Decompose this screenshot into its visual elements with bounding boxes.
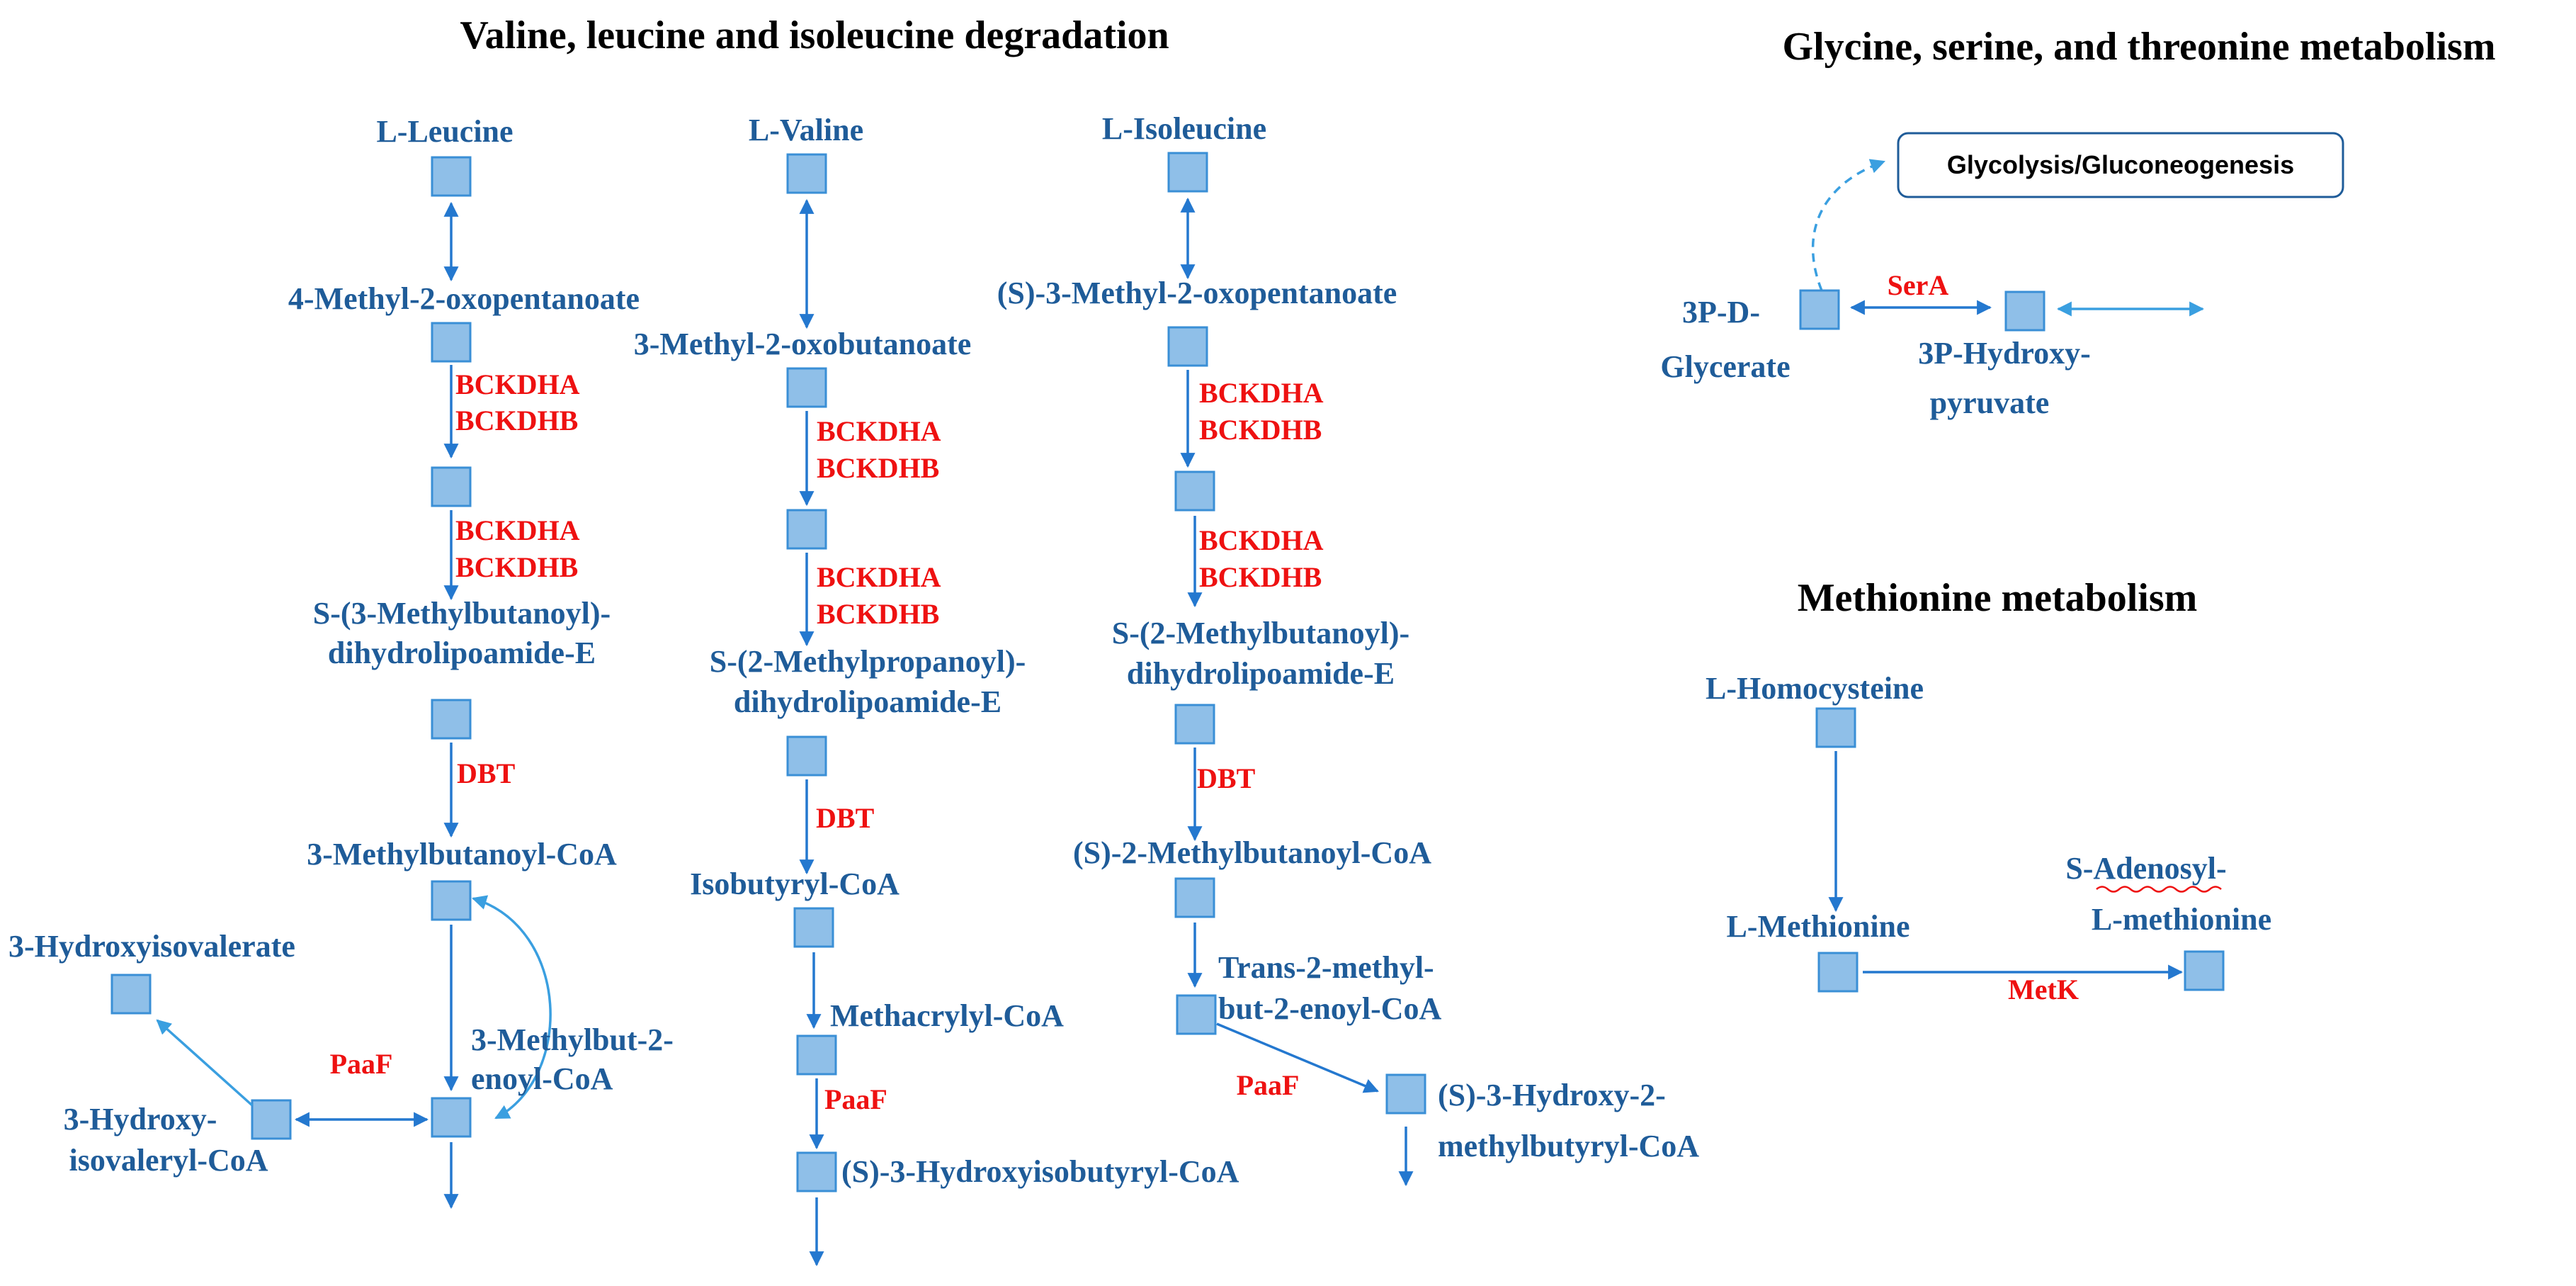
label-isovaleryl-coa: isovaleryl-CoA <box>69 1143 268 1178</box>
label-3p-hydroxy: 3P-Hydroxy- <box>1918 336 2091 371</box>
node-ile-intermediate[interactable] <box>1174 470 1215 512</box>
enzyme-bckdha: BCKDHA <box>817 415 941 447</box>
enzyme-metk: MetK <box>2008 974 2079 1005</box>
enzyme-dbt: DBT <box>816 802 875 834</box>
label-4-methyl-2-oxopentanoate: 4-Methyl-2-oxopentanoate <box>288 281 640 316</box>
node-trans-2-methylbut-2-enoyl-coa[interactable] <box>1176 994 1217 1035</box>
node-3-methyl-2-oxobutanoate[interactable] <box>786 367 827 408</box>
node-s-3-hydroxy-2-methylbutyryl-coa[interactable] <box>1385 1073 1426 1115</box>
label-l-valine: L-Valine <box>749 113 863 147</box>
enzyme-bckdhb: BCKDHB <box>1199 414 1322 446</box>
enzyme-bckdhb: BCKDHB <box>1199 561 1322 593</box>
enzyme-sera: SerA <box>1888 269 1949 301</box>
node-l-leucine[interactable] <box>431 156 472 197</box>
node-s-2-methylbutanoyl-dihydrolipoamide[interactable] <box>1174 704 1215 745</box>
label-s-2-methylpropanoyl: S-(2-Methylpropanoyl)- <box>710 644 1026 679</box>
title-bcaa-degradation: Valine, leucine and isoleucine degradati… <box>460 13 1169 57</box>
label-s-3-methyl-2-oxopentanoate: (S)-3-Methyl-2-oxopentanoate <box>997 276 1397 310</box>
enzyme-dbt: DBT <box>457 757 516 789</box>
enzyme-bckdhb: BCKDHB <box>817 598 939 630</box>
label-dihydrolipoamide-e: dihydrolipoamide-E <box>734 684 1002 719</box>
label-s-3-hydroxyisobutyryl-coa: (S)-3-Hydroxyisobutyryl-CoA <box>841 1154 1239 1189</box>
node-3p-hydroxypyruvate[interactable] <box>2004 291 2046 332</box>
label-s-3-hydroxy-2: (S)-3-Hydroxy-2- <box>1438 1078 1666 1112</box>
label-3-methylbutanoyl-coa: 3-Methylbutanoyl-CoA <box>307 837 617 872</box>
enzyme-paaf: PaaF <box>330 1048 393 1080</box>
label-l-homocysteine: L-Homocysteine <box>1706 671 1924 706</box>
label-s-3-methylbutanoyl: S-(3-Methylbutanoyl)- <box>313 596 611 631</box>
label-dihydrolipoamide-e: dihydrolipoamide-E <box>328 636 596 670</box>
enzyme-bckdha: BCKDHA <box>817 561 941 593</box>
arrow-paaf-ile <box>1216 1022 1379 1093</box>
node-leu-intermediate[interactable] <box>431 466 472 507</box>
enzyme-dbt: DBT <box>1197 762 1256 794</box>
arrow-leu-curve <box>471 895 552 1119</box>
label-3p-d: 3P-D- <box>1682 295 1760 329</box>
node-3-hydroxyisovalerate[interactable] <box>110 974 152 1015</box>
label-s-2-methylbutanoyl-coa: (S)-2-Methylbutanoyl-CoA <box>1073 835 1431 870</box>
label-dihydrolipoamide-e: dihydrolipoamide-E <box>1127 656 1395 691</box>
node-l-methionine[interactable] <box>1817 952 1859 993</box>
label-s-adenosyl: S-Adenosyl- <box>2065 851 2226 886</box>
label-pyruvate: pyruvate <box>1930 385 2050 420</box>
enzyme-bckdha: BCKDHA <box>1199 524 1324 556</box>
enzyme-bckdhb: BCKDHB <box>817 452 939 484</box>
enzyme-paaf: PaaF <box>1237 1069 1300 1101</box>
label-3-hydroxyisovalerate: 3-Hydroxyisovalerate <box>8 929 295 964</box>
label-isobutyryl-coa: Isobutyryl-CoA <box>690 867 900 901</box>
label-l-isoleucine: L-Isoleucine <box>1102 111 1266 146</box>
node-s-adenosyl-l-methionine[interactable] <box>2184 950 2225 991</box>
node-l-homocysteine[interactable] <box>1815 707 1856 748</box>
node-3-methylbut-2-enoyl-coa[interactable] <box>431 1097 472 1138</box>
enzyme-bckdha: BCKDHA <box>1199 377 1324 409</box>
pathway-link-label: Glycolysis/Gluconeogenesis <box>1947 150 2294 179</box>
node-val-intermediate[interactable] <box>786 509 827 550</box>
node-3p-d-glycerate[interactable] <box>1799 289 1840 330</box>
label-enoyl-coa: enoyl-CoA <box>471 1061 613 1096</box>
label-l-leucine: L-Leucine <box>376 114 513 149</box>
node-4-methyl-2-oxopentanoate[interactable] <box>431 322 472 363</box>
label-l-methionine-sam: L-methionine <box>2092 902 2271 937</box>
node-methacrylyl-coa[interactable] <box>796 1034 837 1076</box>
label-trans-2-methyl: Trans-2-methyl- <box>1218 950 1434 985</box>
arrow-to-hydroxyisovalerate <box>156 1019 254 1107</box>
label-glycerate: Glycerate <box>1660 349 1790 384</box>
label-3-hydroxy: 3-Hydroxy- <box>64 1102 217 1136</box>
node-s-3-methyl-2-oxopentanoate[interactable] <box>1167 326 1208 367</box>
title-methionine-metabolism: Methionine metabolism <box>1798 576 2198 620</box>
enzyme-bckdha: BCKDHA <box>455 368 580 400</box>
label-s-2-methylbutanoyl: S-(2-Methylbutanoyl)- <box>1112 616 1409 650</box>
label-but-2-enoyl-coa: but-2-enoyl-CoA <box>1218 991 1442 1026</box>
node-l-valine[interactable] <box>786 153 827 194</box>
label-methylbutyryl-coa: methylbutyryl-CoA <box>1438 1129 1699 1163</box>
label-3-methyl-2-oxobutanoate: 3-Methyl-2-oxobutanoate <box>634 327 972 361</box>
enzyme-bckdha: BCKDHA <box>455 514 580 546</box>
node-isobutyryl-coa[interactable] <box>793 907 834 948</box>
pathway-link-glycolysis[interactable] <box>1897 132 2344 198</box>
enzyme-bckdhb: BCKDHB <box>455 405 578 436</box>
node-3-hydroxyisovaleryl-coa[interactable] <box>251 1099 292 1140</box>
node-s-2-methylpropanoyl-dihydrolipoamide[interactable] <box>786 735 827 777</box>
node-l-isoleucine[interactable] <box>1167 152 1208 193</box>
spellcheck-underline <box>2096 886 2222 893</box>
enzyme-bckdhb: BCKDHB <box>455 551 578 583</box>
arrow-dashed-glycolysis <box>1811 159 1885 291</box>
label-methacrylyl-coa: Methacrylyl-CoA <box>830 998 1064 1033</box>
label-3-methylbut-2: 3-Methylbut-2- <box>471 1022 674 1057</box>
node-s-3-methylbutanoyl-dihydrolipoamide[interactable] <box>431 699 472 740</box>
node-s-2-methylbutanoyl-coa[interactable] <box>1174 877 1215 918</box>
enzyme-paaf: PaaF <box>824 1083 887 1115</box>
node-s-3-hydroxyisobutyryl-coa[interactable] <box>796 1151 837 1192</box>
label-l-methionine: L-Methionine <box>1726 909 1910 944</box>
node-3-methylbutanoyl-coa[interactable] <box>431 880 472 921</box>
title-glycine-metabolism: Glycine, serine, and threonine metabolis… <box>1783 25 2496 69</box>
